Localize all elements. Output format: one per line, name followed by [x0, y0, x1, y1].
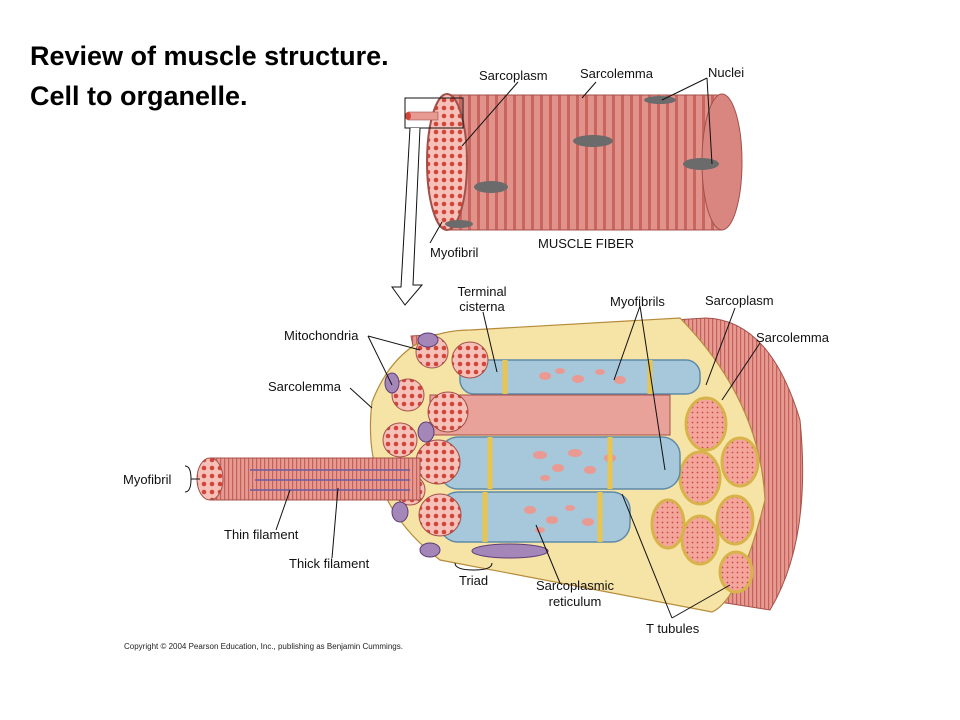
label-mitochondria: Mitochondria: [284, 328, 359, 343]
label-myofibril-lower: Myofibril: [123, 472, 172, 487]
title-line-2: Cell to organelle.: [30, 81, 248, 111]
sr-fenestrations: [524, 368, 626, 533]
page-title: Review of muscle structure. Cell to orga…: [30, 36, 389, 116]
mitochondria-group: [384, 332, 549, 559]
label-nuclei: Nuclei: [708, 65, 744, 80]
label-t-tubules: T tubules: [646, 621, 700, 636]
protruding-myofibril-zoom-end: [196, 457, 224, 501]
nucleus: [445, 220, 473, 228]
label-terminal-cisterna-1: Terminal: [457, 284, 506, 299]
lower-leader-lines: [184, 305, 761, 619]
label-sarcoplasmic-reticulum-1: Sarcoplasmic: [536, 578, 615, 593]
label-myofibril-upper: Myofibril: [430, 245, 479, 260]
label-muscle-fiber: MUSCLE FIBER: [538, 236, 634, 251]
label-sarcolemma-upper: Sarcolemma: [580, 66, 654, 81]
t-tubule-network: [650, 396, 760, 594]
title-line-1: Review of muscle structure.: [30, 41, 389, 71]
label-myofibrils: Myofibrils: [610, 294, 665, 309]
label-thin-filament: Thin filament: [224, 527, 299, 542]
label-sarcoplasm-lower: Sarcoplasm: [705, 293, 774, 308]
filaments: [250, 469, 410, 491]
myofibril-end-faces: [382, 335, 489, 537]
protruding-myofibril: [407, 111, 439, 121]
nucleus: [474, 181, 508, 193]
label-thick-filament: Thick filament: [289, 556, 370, 571]
zoomed-fiber-illustration: [196, 317, 804, 613]
protruding-myofibril-zoom: [209, 457, 421, 501]
muscle-fiber-illustration: [404, 93, 743, 231]
label-terminal-cisterna-2: cisterna: [459, 299, 505, 314]
label-sarcolemma-left: Sarcolemma: [268, 379, 342, 394]
label-sarcoplasmic-reticulum-2: reticulum: [549, 594, 602, 609]
nucleus: [573, 135, 613, 147]
label-sarcoplasm-upper: Sarcoplasm: [479, 68, 548, 83]
upper-leader-lines: [429, 77, 713, 244]
zoom-arrow: [391, 127, 424, 306]
copyright-notice: Copyright © 2004 Pearson Education, Inc.…: [124, 642, 403, 651]
nucleus: [644, 96, 676, 104]
selection-box: [404, 97, 464, 129]
label-triad: Triad: [459, 573, 488, 588]
nucleus: [683, 158, 719, 170]
label-sarcolemma-right: Sarcolemma: [756, 330, 830, 345]
protruding-myofibril-end: [405, 112, 411, 120]
t-tubule-rings: [482, 360, 653, 542]
